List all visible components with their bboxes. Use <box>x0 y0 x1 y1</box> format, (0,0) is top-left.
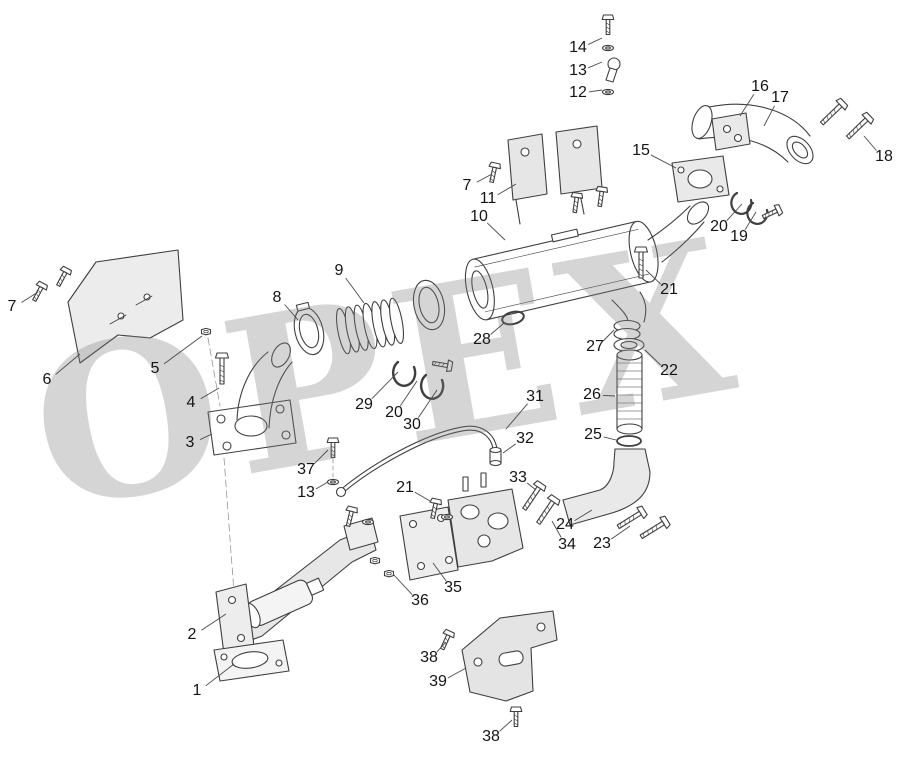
callout-12: 12 <box>569 84 587 101</box>
callout-4: 4 <box>186 394 196 411</box>
part-clamp <box>412 279 446 331</box>
callout-17: 17 <box>771 89 789 106</box>
callout-19: 19 <box>730 228 748 245</box>
callout-26: 26 <box>583 386 601 403</box>
part-cooler-outlet <box>611 291 647 323</box>
callout-7: 7 <box>462 177 472 194</box>
part-fitting-stack <box>601 14 621 96</box>
callout-29: 29 <box>355 396 373 413</box>
part-ring <box>616 435 642 447</box>
callout-1: 1 <box>192 682 202 699</box>
part-outlet-elbow <box>691 103 814 165</box>
nut-icon <box>201 327 211 336</box>
callout-34: 34 <box>558 536 576 553</box>
part-bellows <box>335 297 405 355</box>
axis-line <box>207 337 221 407</box>
part-rings <box>613 319 641 341</box>
part-heat-shield <box>67 249 184 364</box>
bolt-icon <box>568 191 584 214</box>
part-clamp-halves <box>391 356 454 400</box>
part-flange-22 <box>613 337 645 353</box>
bolt-icon <box>28 280 50 304</box>
callout-11: 11 <box>479 190 497 207</box>
callout-31: 31 <box>526 388 544 405</box>
callout-28: 28 <box>473 331 491 348</box>
callout-39: 39 <box>429 673 447 690</box>
callout-10: 10 <box>470 208 488 225</box>
bolt-icon <box>842 110 876 143</box>
callout-36: 36 <box>411 592 429 609</box>
callout-8: 8 <box>272 289 282 306</box>
callout-32: 32 <box>516 430 534 447</box>
bolt-icon <box>326 437 340 458</box>
part-bracket-assembly <box>215 517 379 655</box>
callout-14: 14 <box>569 39 587 56</box>
callout-33: 33 <box>509 469 527 486</box>
callout-25: 25 <box>584 426 602 443</box>
bolt-icon <box>816 96 850 129</box>
callout-20: 20 <box>710 218 728 235</box>
callout-2: 2 <box>187 626 197 643</box>
callout-6: 6 <box>42 371 52 388</box>
part-gasket-15 <box>671 155 730 203</box>
callout-37: 37 <box>297 461 315 478</box>
bolt-icon <box>509 706 523 727</box>
washer-icon <box>441 513 453 521</box>
callout-13: 13 <box>297 484 315 501</box>
part-valve-block <box>447 472 524 568</box>
callout-13: 13 <box>569 62 587 79</box>
bolt-icon <box>215 352 229 385</box>
callout-35: 35 <box>444 579 462 596</box>
callout-21: 21 <box>660 281 678 298</box>
part-exhaust-elbow <box>207 342 297 456</box>
part-oring <box>501 310 525 326</box>
bolt-icon <box>485 161 502 184</box>
part-heat-exchanger <box>464 220 659 321</box>
callout-21: 21 <box>396 479 414 496</box>
callout-38: 38 <box>420 649 438 666</box>
callout-16: 16 <box>751 78 769 95</box>
bolt-icon <box>593 185 609 208</box>
part-bracket-39 <box>461 610 558 702</box>
callout-3: 3 <box>185 434 195 451</box>
bolt-icon <box>637 514 672 543</box>
part-oil-pipe <box>335 425 498 498</box>
part-fitting-32 <box>489 446 502 467</box>
callout-22: 22 <box>660 362 678 379</box>
bolt-icon <box>52 265 74 289</box>
callout-5: 5 <box>150 360 160 377</box>
callout-24: 24 <box>556 516 574 533</box>
part-brackets <box>507 125 603 225</box>
nut-icon <box>384 569 394 578</box>
part-riser-pipe <box>647 201 710 263</box>
washer-icon <box>327 478 339 486</box>
bolt-icon <box>436 628 457 652</box>
callout-30: 30 <box>403 416 421 433</box>
callout-20: 20 <box>385 404 403 421</box>
callout-7: 7 <box>7 298 17 315</box>
callout-18: 18 <box>875 148 893 165</box>
part-clamps-19-20 <box>730 191 784 225</box>
callout-15: 15 <box>632 142 650 159</box>
callout-38: 38 <box>482 728 500 745</box>
part-clamp <box>293 301 325 356</box>
washer-icon <box>362 518 374 526</box>
part-hose <box>616 349 643 435</box>
callout-9: 9 <box>334 262 344 279</box>
callout-27: 27 <box>586 338 604 355</box>
nut-icon <box>370 556 380 565</box>
callout-23: 23 <box>593 535 611 552</box>
